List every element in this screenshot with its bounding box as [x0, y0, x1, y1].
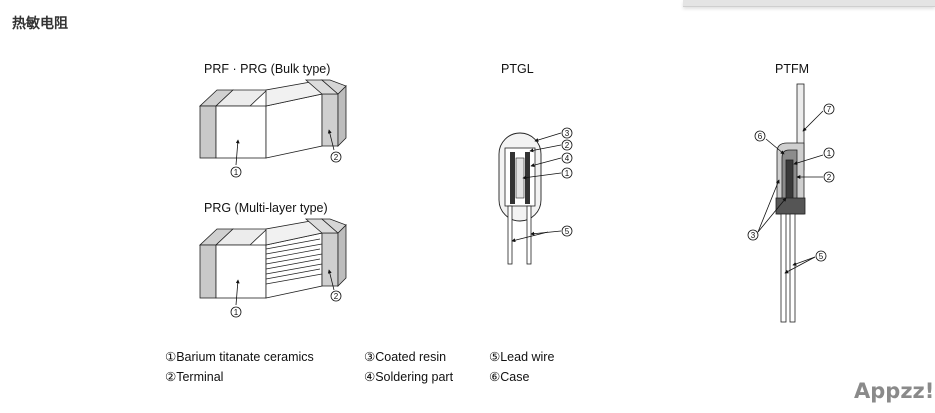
top-bar-edge: [683, 0, 935, 7]
marker-3-ptgl: [561, 127, 573, 139]
internal-electrode-layers: [265, 238, 323, 285]
marker-7-ptfm-label: 7: [827, 105, 832, 114]
legend-item-3: ③Coated resin: [364, 350, 446, 364]
multilayer-type-title: PRG (Multi-layer type): [204, 201, 328, 215]
bulk-type-title: PRF · PRG (Bulk type): [204, 62, 330, 76]
marker-2-ptfm: [823, 171, 835, 183]
multilayer-type-chip: [198, 218, 347, 299]
marker-4-ptgl: [561, 152, 573, 164]
marker-1-bulk: [230, 166, 242, 178]
marker-5-ptfm: [815, 250, 827, 262]
marker-2-ptgl: [561, 139, 573, 151]
marker-1-multilayer-label: 1: [234, 308, 239, 317]
legend-item-1: ①Barium titanate ceramics: [165, 350, 314, 364]
marker-2-ptfm-label: 2: [827, 173, 832, 182]
legend-item-6: ⑥Case: [489, 370, 529, 384]
marker-1-ptgl-label: 1: [565, 169, 570, 178]
marker-1-ptgl: [561, 167, 573, 179]
legend: ①Barium titanate ceramics ②Terminal ③Coa…: [165, 350, 554, 384]
marker-5-ptgl-label: 5: [565, 227, 570, 236]
watermark: Appzz!: [854, 379, 935, 403]
marker-3-ptfm-label: 3: [751, 231, 756, 240]
marker-1-bulk-label: 1: [234, 168, 239, 177]
marker-6-ptfm: [754, 130, 766, 142]
marker-6-ptfm-label: 6: [758, 132, 763, 141]
marker-2-bulk-label: 2: [334, 153, 339, 162]
ptfm-component: [775, 83, 806, 323]
marker-1-ptfm-label: 1: [827, 149, 832, 158]
ptgl-title: PTGL: [501, 62, 534, 76]
legend-item-2: ②Terminal: [165, 370, 223, 384]
page-title: 热敏电阻: [12, 16, 68, 32]
marker-5-ptfm-label: 5: [819, 252, 824, 261]
ptfm-title: PTFM: [775, 62, 809, 76]
marker-1-multilayer: [230, 306, 242, 318]
marker-3-ptgl-label: 3: [565, 129, 570, 138]
marker-2-bulk: [330, 151, 342, 163]
marker-1-ptfm: [823, 147, 835, 159]
marker-5-ptgl: [561, 225, 573, 237]
legend-item-5: ⑤Lead wire: [489, 350, 554, 364]
marker-4-ptgl-label: 4: [565, 154, 570, 163]
marker-2-multilayer-label: 2: [334, 292, 339, 301]
marker-2-multilayer: [330, 290, 342, 302]
marker-7-ptfm: [823, 103, 835, 115]
ptgl-component: [498, 132, 542, 265]
bulk-type-chip: [198, 79, 347, 159]
marker-2-ptgl-label: 2: [565, 141, 570, 150]
marker-3-ptfm: [747, 229, 759, 241]
legend-item-4: ④Soldering part: [364, 370, 454, 384]
